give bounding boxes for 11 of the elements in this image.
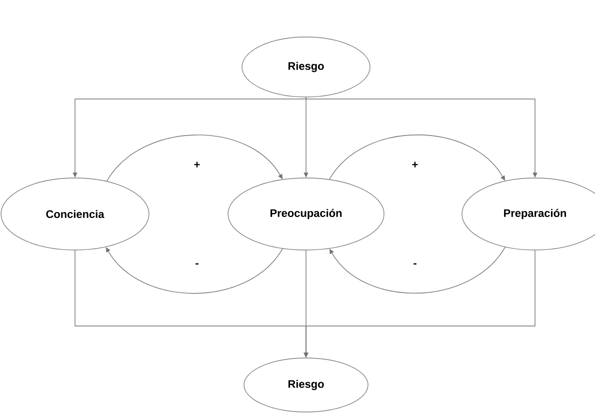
edge-label: - [414, 263, 416, 265]
ellipse-node: Conciencia [0, 178, 150, 250]
arrow [106, 134, 283, 182]
edge-label: + [194, 162, 200, 168]
ellipse-node: Riesgo [242, 36, 370, 98]
edge-label: - [196, 263, 198, 265]
arrow [106, 247, 283, 294]
ellipse-node: Preocupación [228, 178, 384, 250]
arrow [329, 246, 506, 294]
edge-label: + [412, 162, 418, 168]
ellipse-node: Riesgo [244, 358, 368, 412]
